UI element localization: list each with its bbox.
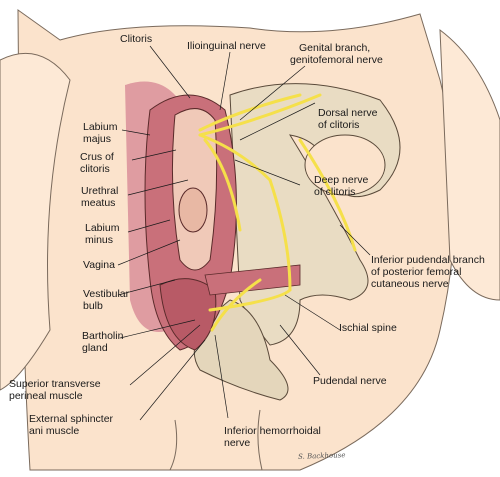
label-genital-branch-line2: genitofemoral nerve xyxy=(290,54,383,66)
label-inferior-hemorrhoidal-line1: Inferior hemorrhoidal xyxy=(224,425,321,437)
label-inferior-pudendal-line3: cutaneous nerve xyxy=(371,278,449,290)
label-inferior-pudendal-line2: of posterior femoral xyxy=(371,266,462,278)
transverse-muscle xyxy=(204,264,301,296)
label-bartholin-line1: Bartholin xyxy=(82,330,124,342)
genital-branch-path xyxy=(198,93,322,137)
label-labium-majus-line2: majus xyxy=(83,133,112,145)
label-urethral-line1: Urethral xyxy=(81,185,119,197)
label-crus-line2: clitoris xyxy=(80,163,110,175)
ilioinguinal-nerve-path xyxy=(198,93,302,132)
dorsal-nerve-path xyxy=(198,133,272,182)
label-labium-majus-line1: Labium xyxy=(83,121,118,133)
label-vestibular-line1: Vestibular xyxy=(83,288,130,300)
label-bartholin-line2: gland xyxy=(82,342,108,354)
right-thigh-skin xyxy=(439,28,500,301)
label-vestibular-line2: bulb xyxy=(83,300,103,312)
left-thigh-skin xyxy=(0,52,71,391)
label-labium-minus-line2: minus xyxy=(85,234,114,246)
nerve-paths xyxy=(198,93,357,332)
label-dorsal-nerve-line2: of clitoris xyxy=(318,119,360,131)
label-ischial-spine: Ischial spine xyxy=(339,322,397,334)
leader-lines xyxy=(117,45,371,421)
label-external-sphincter-line1: External sphincter xyxy=(29,413,114,425)
artist-signature: S. Backhouse xyxy=(297,451,346,461)
deep-nerve-path xyxy=(203,138,242,232)
label-superior-transverse-line1: Superior transverse xyxy=(9,378,101,390)
label-deep-nerve-line1: Deep nerve xyxy=(314,174,369,186)
inferior-pudendal-path xyxy=(298,138,357,252)
label-pudendal-nerve: Pudendal nerve xyxy=(313,375,387,387)
gluteal-cleft xyxy=(169,409,263,471)
buttocks-skin xyxy=(17,9,456,471)
pudendal-nerve-path xyxy=(208,178,292,312)
label-deep-nerve-line2: of clitoris xyxy=(314,186,356,198)
label-dorsal-nerve-line1: Dorsal nerve xyxy=(318,107,378,119)
label-genital-branch-line1: Genital branch, xyxy=(299,42,371,54)
label-labium-minus-line1: Labium xyxy=(85,222,120,234)
label-crus-line1: Crus of xyxy=(80,151,114,163)
label-clitoris: Clitoris xyxy=(120,33,153,45)
label-external-sphincter-line2: ani muscle xyxy=(29,425,80,437)
hemorrhoidal-nerve-path xyxy=(210,278,262,332)
label-ilioinguinal-nerve: Ilioinguinal nerve xyxy=(187,40,266,52)
vaginal-opening xyxy=(178,187,208,233)
label-urethral-line2: meatus xyxy=(81,197,116,209)
anal-region xyxy=(159,278,217,351)
label-inferior-hemorrhoidal-line2: nerve xyxy=(224,437,251,449)
label-vagina: Vagina xyxy=(83,259,115,271)
label-superior-transverse-line2: perineal muscle xyxy=(9,390,83,402)
label-inferior-pudendal-line1: Inferior pudendal branch xyxy=(371,254,485,266)
